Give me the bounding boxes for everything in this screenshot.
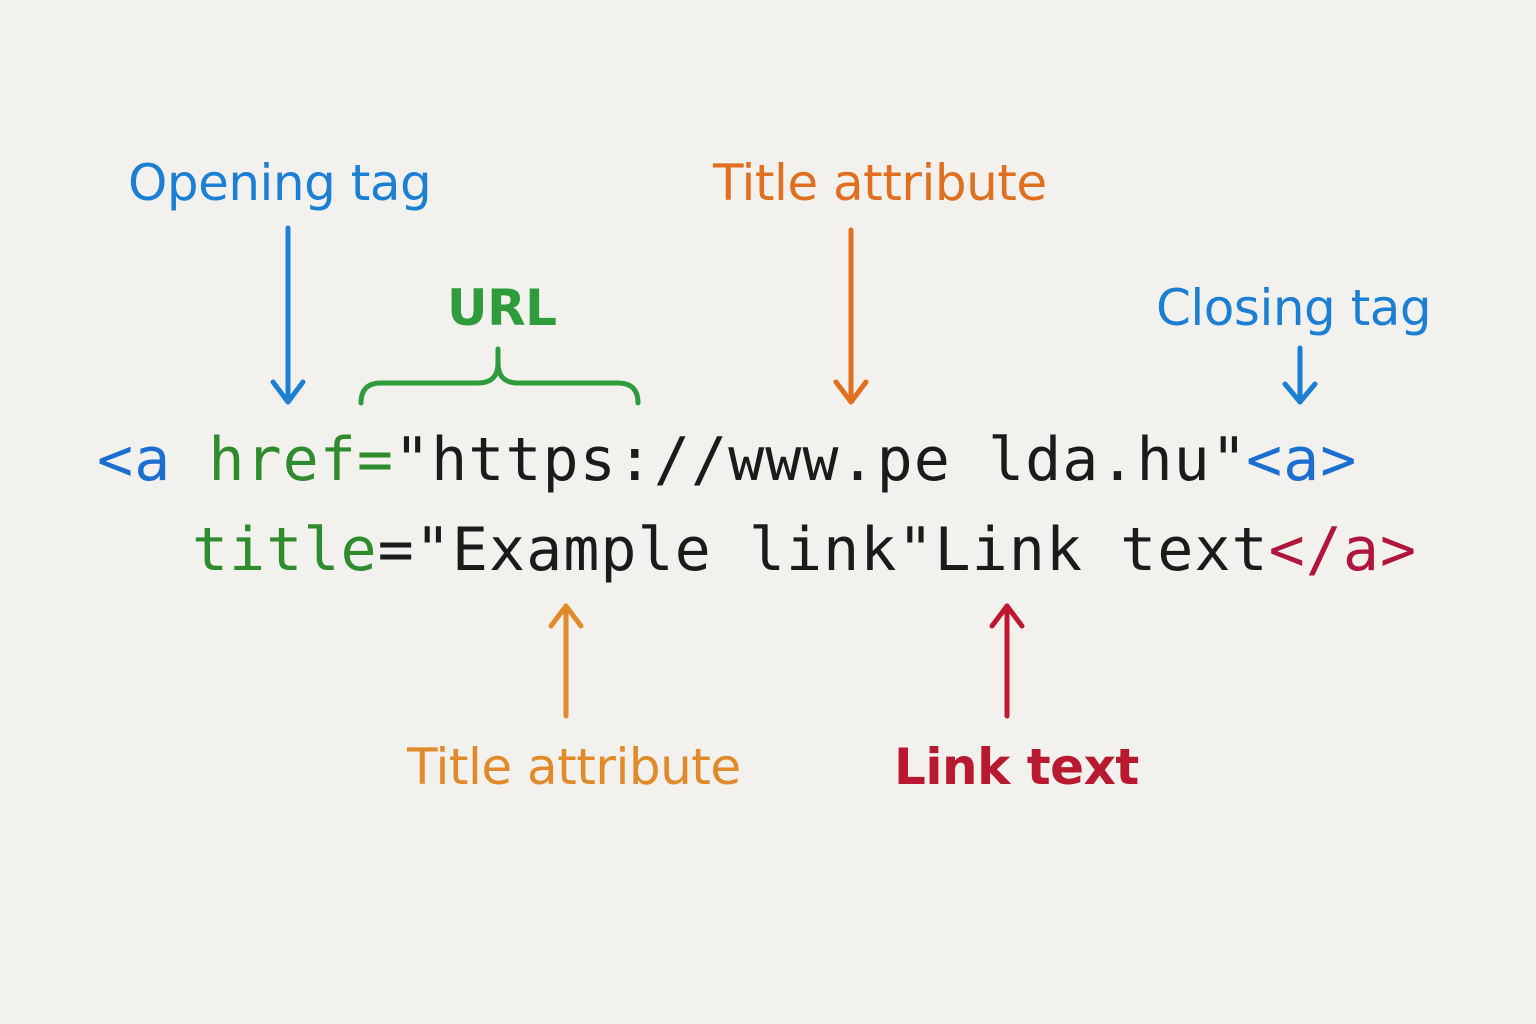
equals-token: = (377, 515, 415, 585)
link-text-token: Link text (934, 515, 1269, 585)
title-value-token: "Example link" (414, 515, 935, 585)
href-attribute-token: href (208, 425, 357, 495)
title-attribute-label-bottom: Title attribute (407, 738, 741, 796)
title-attribute-token: title (192, 515, 378, 585)
title-attribute-top-arrow (833, 227, 869, 405)
closing-tag-display: <a> (1246, 425, 1358, 495)
title-attribute-bottom-arrow (548, 603, 584, 719)
link-text-label: Link text (894, 738, 1139, 796)
opening-tag-arrow (270, 225, 306, 405)
closing-tag-arrow (1282, 345, 1318, 405)
link-text-arrow (989, 603, 1025, 719)
url-value-token: "https://www.pe lda.hu" (394, 425, 1248, 495)
opening-tag-label: Opening tag (128, 154, 432, 212)
title-attribute-label-top: Title attribute (713, 154, 1047, 212)
url-brace (358, 346, 641, 406)
anchor-open-token: <a (97, 425, 172, 495)
closing-tag-label: Closing tag (1156, 279, 1432, 337)
code-line-2: title="Example link"Link text</a> (192, 520, 1417, 580)
equals-token: = (356, 425, 394, 495)
closing-anchor-token: </a> (1268, 515, 1418, 585)
url-label: URL (447, 279, 557, 337)
code-line-1: <a href="https://www.pe lda.hu" (97, 430, 1248, 490)
